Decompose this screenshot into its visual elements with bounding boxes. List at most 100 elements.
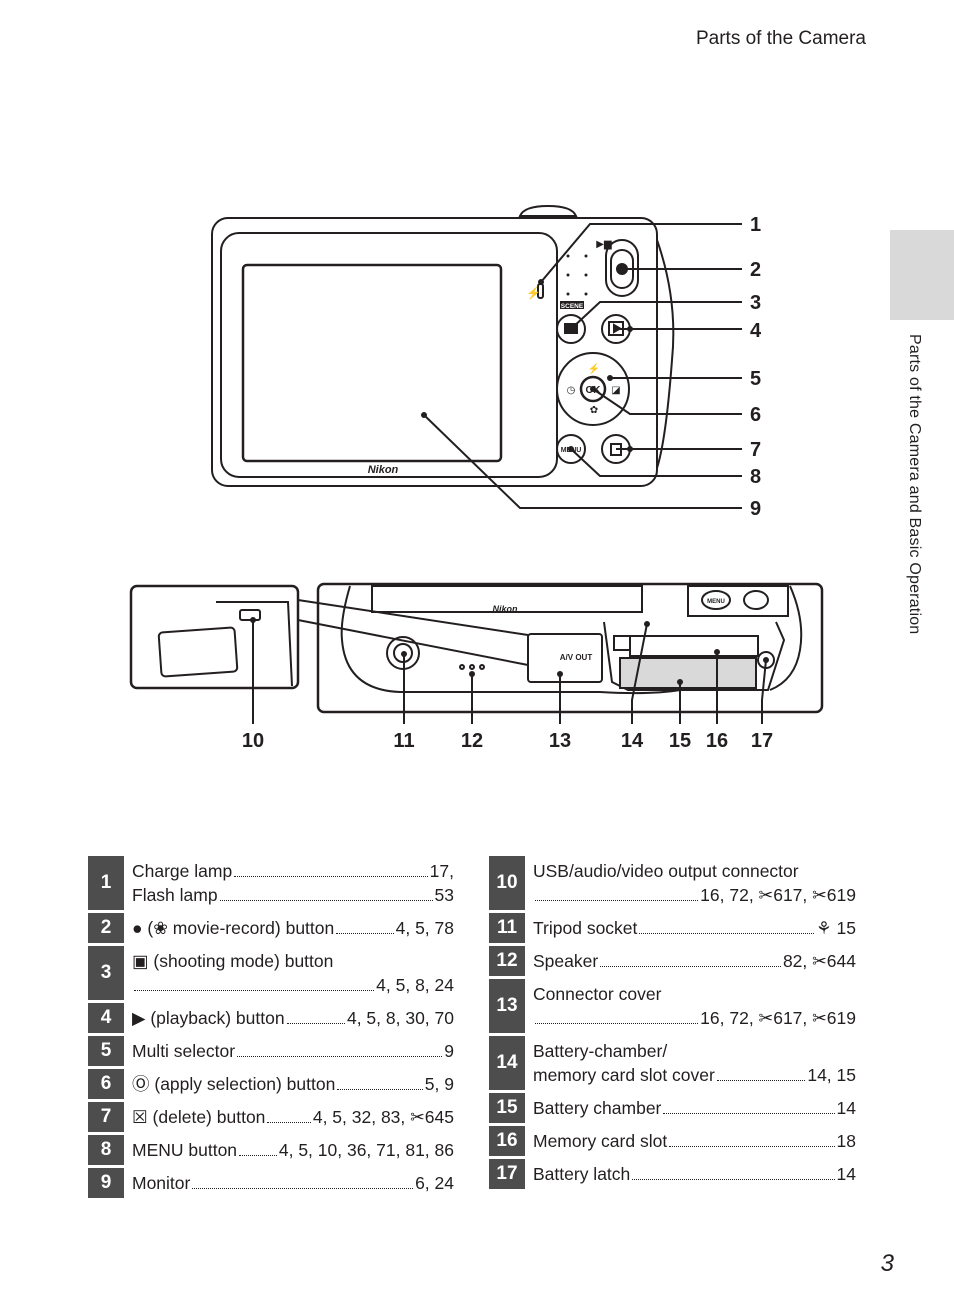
part-number-badge: 10 (489, 856, 525, 910)
leader-dots (286, 1023, 345, 1024)
camera-back-illustration (211, 204, 675, 487)
parts-row: 15 Battery chamber 14 (489, 1093, 856, 1123)
part-label: Battery latch (533, 1164, 631, 1184)
part-label: Ⓞ (apply selection) button (132, 1074, 336, 1094)
macro-icon: ✿ (590, 405, 598, 416)
part-line: Tripod socket⚘ 15 (533, 916, 856, 940)
callout-5: 5 (750, 368, 761, 390)
part-label: ☒ (delete) button (132, 1107, 266, 1127)
camera-diagram: Nikon OK MENU SCENE ⚡ ⚡ ✿ ◷ ◪ ▶▆ 1 2 3 4… (129, 204, 824, 752)
part-description: Tripod socket⚘ 15 (525, 913, 856, 943)
part-number-badge: 1 (88, 856, 124, 910)
part-pages: 14, 15 (807, 1065, 856, 1085)
part-description: Speaker 82, ✂644 (525, 946, 856, 976)
part-description: Battery chamber 14 (525, 1093, 856, 1123)
flash-mode-icon: ⚡ (588, 362, 600, 375)
side-tab (890, 230, 954, 320)
callout-11: 11 (393, 730, 414, 752)
callout-1: 1 (750, 214, 761, 236)
leader-dots (632, 1179, 835, 1180)
callout-16: 16 (706, 730, 728, 752)
part-label: Connector cover (533, 984, 662, 1004)
part-pages: 4, 5, 8, 24 (376, 975, 454, 995)
brand-logo-bottom: Nikon (492, 604, 518, 614)
part-description: ▣ (shooting mode) button 4, 5, 8, 24 (124, 946, 454, 1000)
part-number-badge: 15 (489, 1093, 525, 1123)
part-number-badge: 17 (489, 1159, 525, 1189)
leader-dots (669, 1146, 835, 1147)
leader-lines-top (423, 223, 742, 509)
part-number-badge: 13 (489, 979, 525, 1033)
exposure-icon: ◪ (611, 385, 620, 396)
part-line: 16, 72, ✂617, ✂619 (533, 1006, 856, 1030)
callout-15: 15 (669, 730, 691, 752)
part-label: Battery chamber (533, 1098, 662, 1118)
part-label: USB/audio/video output connector (533, 861, 799, 881)
leader-dots (336, 933, 394, 934)
part-pages: 18 (836, 1131, 856, 1151)
part-line: ▣ (shooting mode) button (132, 949, 454, 973)
part-number-badge: 4 (88, 1003, 124, 1033)
part-label: Tripod socket (533, 918, 638, 938)
part-label: ▣ (shooting mode) button (132, 951, 334, 971)
brand-logo: Nikon (368, 464, 399, 476)
connector-label: A/V OUT (560, 653, 593, 662)
part-number-badge: 3 (88, 946, 124, 1000)
callout-8: 8 (750, 466, 761, 488)
part-line: Battery chamber 14 (533, 1096, 856, 1120)
part-number-badge: 6 (88, 1069, 124, 1099)
part-label: Charge lamp (132, 861, 233, 881)
leader-dots (239, 1155, 277, 1156)
part-label: MENU button (132, 1140, 238, 1160)
part-number-badge: 16 (489, 1126, 525, 1156)
part-pages: 82, ✂644 (782, 951, 856, 971)
callout-7: 7 (750, 439, 761, 461)
callout-3: 3 (750, 292, 761, 314)
leader-dots (134, 990, 375, 991)
callout-17: 17 (751, 730, 773, 752)
callout-14: 14 (621, 730, 644, 752)
part-pages: 14 (836, 1164, 856, 1184)
part-pages: 14 (836, 1098, 856, 1118)
leader-dots (267, 1122, 311, 1123)
leader-dots (535, 1023, 699, 1024)
part-number-badge: 8 (88, 1135, 124, 1165)
part-line: 16, 72, ✂617, ✂619 (533, 883, 856, 907)
menu-label-bottom: MENU (707, 599, 725, 605)
callout-2: 2 (750, 259, 761, 281)
part-description: Battery latch 14 (525, 1159, 856, 1189)
part-line: USB/audio/video output connector (533, 859, 856, 883)
part-number-badge: 9 (88, 1168, 124, 1198)
leader-dots (192, 1188, 414, 1189)
leader-dots (234, 876, 428, 877)
part-label: Speaker (533, 951, 599, 971)
camera-bottom-illustration (129, 582, 824, 714)
